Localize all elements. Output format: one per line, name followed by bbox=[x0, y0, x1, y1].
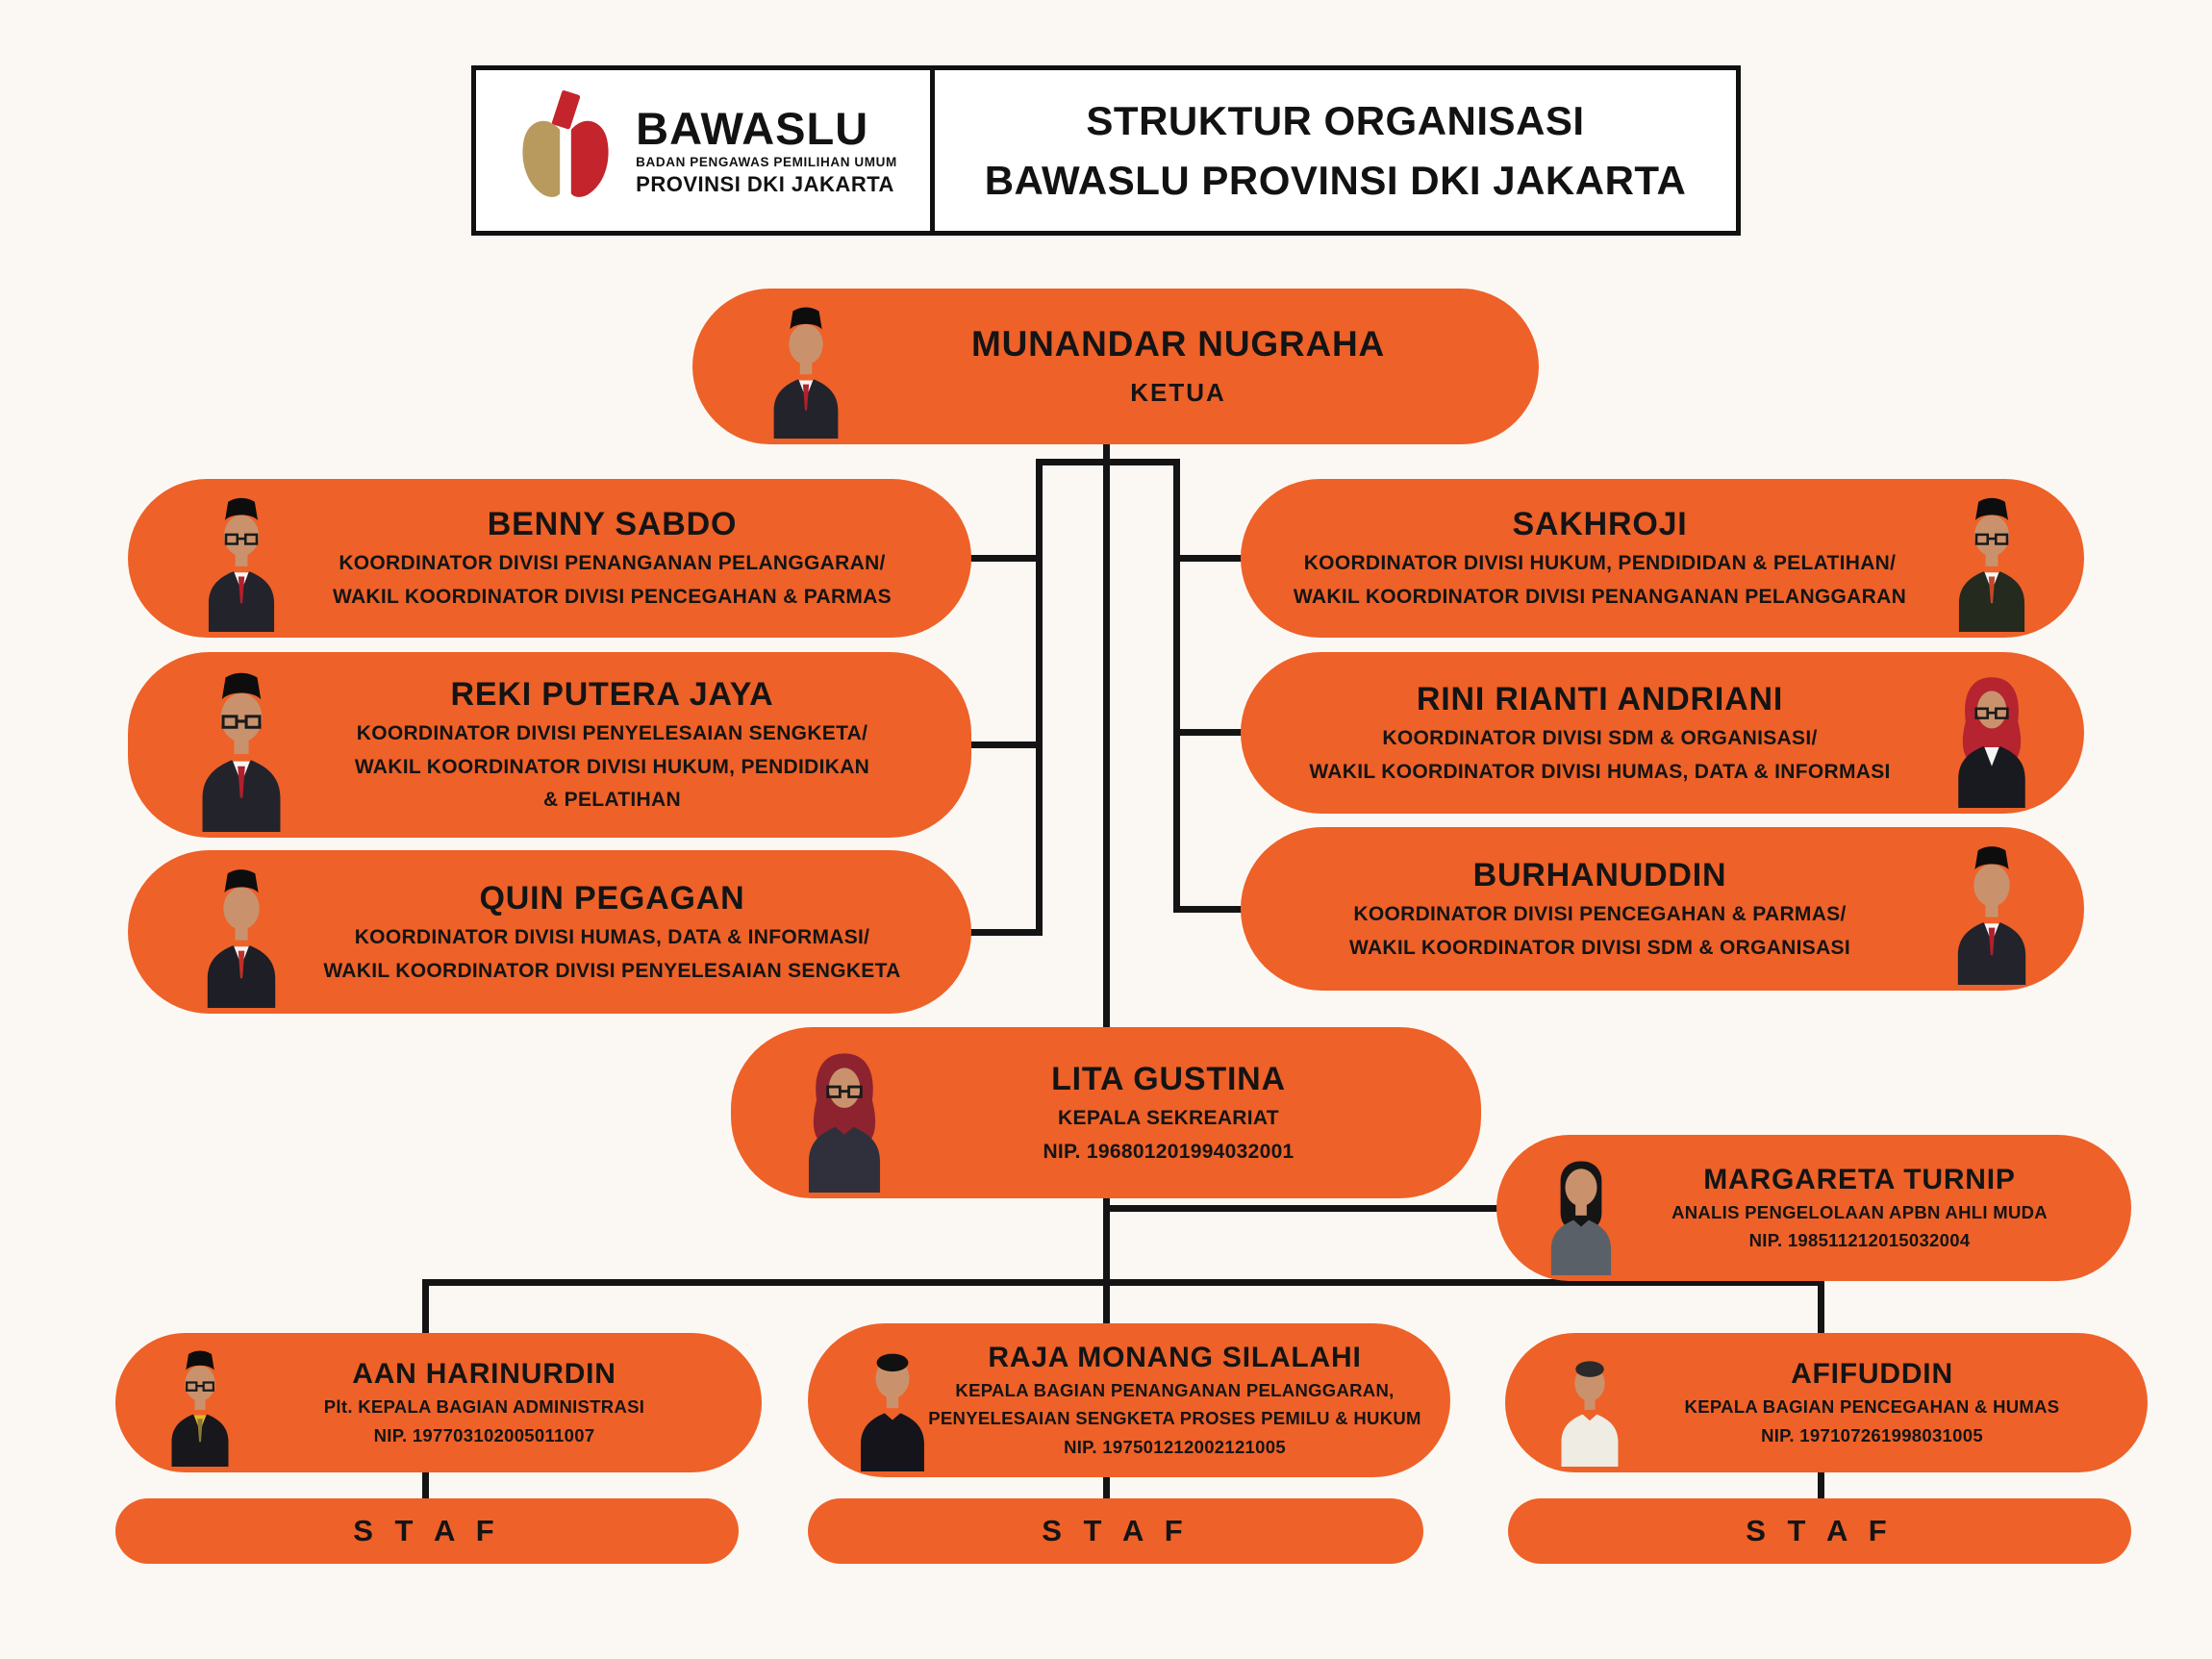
person-role-line: WAKIL KOORDINATOR DIVISI PENYELESAIAN SE… bbox=[323, 959, 901, 982]
node-afifuddin: AFIFUDDIN KEPALA BAGIAN PENCEGAHAN & HUM… bbox=[1505, 1333, 2148, 1472]
logo-subtitle: BADAN PENGAWAS PEMILIHAN UMUM bbox=[636, 155, 897, 170]
logo-region: PROVINSI DKI JAKARTA bbox=[636, 171, 894, 196]
person-role-line: KOORDINATOR DIVISI HUMAS, DATA & INFORMA… bbox=[354, 925, 870, 948]
node-munandar-nugraha: MUNANDAR NUGRAHA KETUA bbox=[692, 289, 1539, 444]
person-name: SAKHROJI bbox=[1512, 506, 1688, 543]
connector-drop-afifuddin bbox=[1818, 1279, 1824, 1337]
connector-raja-staf bbox=[1103, 1474, 1110, 1502]
person-name: MUNANDAR NUGRAHA bbox=[970, 323, 1386, 364]
person-nip: NIP. 197703102005011007 bbox=[373, 1424, 595, 1445]
connector-stub-rini bbox=[1173, 729, 1247, 736]
person-name: QUIN PEGAGAN bbox=[479, 879, 745, 917]
connector-top-cross bbox=[1036, 459, 1180, 465]
person-role-line: KEPALA BAGIAN PENCEGAHAN & HUMAS bbox=[1684, 1396, 2060, 1418]
person-role-line: KOORDINATOR DIVISI PENCEGAHAN & PARMAS/ bbox=[1353, 902, 1847, 925]
photo-munandar-nugraha bbox=[742, 298, 869, 439]
person-role-line: WAKIL KOORDINATOR DIVISI PENCEGAHAN & PA… bbox=[332, 586, 892, 608]
person-role-line: KOORDINATOR DIVISI PENYELESAIAN SENGKETA… bbox=[356, 721, 868, 744]
photo-burhanuddin bbox=[1928, 837, 2055, 985]
person-name: AAN HARINURDIN bbox=[352, 1358, 616, 1391]
person-name: AFIFUDDIN bbox=[1791, 1358, 1953, 1391]
person-name: BURHANUDDIN bbox=[1472, 856, 1727, 893]
photo-sakhroji bbox=[1928, 489, 2055, 632]
person-role-line: KEPALA BAGIAN PENANGANAN PELANGGARAN, bbox=[955, 1379, 1395, 1400]
staf-box-middle: S T A F bbox=[808, 1498, 1423, 1564]
person-nip: NIP. 198511212015032004 bbox=[1748, 1230, 1971, 1250]
person-name: RAJA MONANG SILALAHI bbox=[988, 1341, 1362, 1373]
person-name: BENNY SABDO bbox=[487, 506, 738, 543]
connector-stub-benny bbox=[967, 555, 1039, 562]
person-role-line: ANALIS PENGELOLAAN APBN AHLI MUDA bbox=[1672, 1201, 2048, 1222]
node-lita-gustina: LITA GUSTINA KEPALA SEKREARIAT NIP. 1968… bbox=[731, 1027, 1481, 1198]
person-name: MARGARETA TURNIP bbox=[1703, 1163, 2016, 1195]
node-quin-pegagan: QUIN PEGAGAN KOORDINATOR DIVISI HUMAS, D… bbox=[128, 850, 971, 1014]
person-role-line: KOORDINATOR DIVISI PENANGANAN PELANGGARA… bbox=[339, 552, 886, 575]
person-role-line: KEPALA SEKREARIAT bbox=[1058, 1106, 1279, 1129]
person-nip: NIP. 197501212002121005 bbox=[1064, 1436, 1286, 1457]
node-burhanuddin: BURHANUDDIN KOORDINATOR DIVISI PENCEGAHA… bbox=[1241, 827, 2084, 991]
person-role-line: & PELATIHAN bbox=[543, 789, 681, 812]
logo-brand: BAWASLU bbox=[636, 103, 869, 155]
connector-afifuddin-staf bbox=[1818, 1470, 1824, 1502]
node-benny-sabdo: BENNY SABDO KOORDINATOR DIVISI PENANGANA… bbox=[128, 479, 971, 638]
photo-margareta-turnip bbox=[1527, 1144, 1635, 1275]
connector-bottom-bus bbox=[422, 1279, 1824, 1286]
node-aan-harinurdin: AAN HARINURDIN Plt. KEPALA BAGIAN ADMINI… bbox=[115, 1333, 762, 1472]
photo-afifuddin bbox=[1536, 1343, 1644, 1467]
person-role-line: WAKIL KOORDINATOR DIVISI PENANGANAN PELA… bbox=[1293, 586, 1907, 608]
node-rini-rianti-andriani: RINI RIANTI ANDRIANI KOORDINATOR DIVISI … bbox=[1241, 652, 2084, 814]
person-nip: NIP. 197107261998031005 bbox=[1761, 1424, 1983, 1445]
person-nip: NIP. 196801201994032001 bbox=[1043, 1140, 1295, 1163]
connector-stub-reki bbox=[967, 742, 1039, 748]
staf-box-left: S T A F bbox=[115, 1498, 739, 1564]
connector-stub-sakhroji bbox=[1173, 555, 1247, 562]
page-title: STRUKTUR ORGANISASI BAWASLU PROVINSI DKI… bbox=[930, 70, 1736, 231]
photo-quin-pegagan bbox=[178, 860, 305, 1008]
person-role-line: WAKIL KOORDINATOR DIVISI HUKUM, PENDIDIK… bbox=[354, 755, 870, 778]
person-role-line: KETUA bbox=[1130, 377, 1226, 407]
photo-rini-rianti-andriani bbox=[1928, 662, 2055, 808]
node-raja-monang-silalahi: RAJA MONANG SILALAHI KEPALA BAGIAN PENAN… bbox=[808, 1323, 1450, 1477]
photo-benny-sabdo bbox=[178, 489, 305, 632]
header-box: BAWASLU BADAN PENGAWAS PEMILIHAN UMUM PR… bbox=[471, 65, 1741, 236]
person-role-line: KOORDINATOR DIVISI SDM & ORGANISASI/ bbox=[1382, 726, 1818, 749]
node-sakhroji: SAKHROJI KOORDINATOR DIVISI HUKUM, PENDI… bbox=[1241, 479, 2084, 638]
connector-stub-quin bbox=[967, 929, 1039, 936]
person-name: LITA GUSTINA bbox=[1051, 1060, 1286, 1097]
connector-drop-raja bbox=[1103, 1279, 1110, 1327]
staf-label: S T A F bbox=[1746, 1514, 1894, 1547]
connector-aan-staf bbox=[422, 1470, 429, 1502]
connector-drop-aan bbox=[422, 1279, 429, 1337]
staf-label: S T A F bbox=[1042, 1514, 1190, 1547]
staf-label: S T A F bbox=[353, 1514, 501, 1547]
person-name: RINI RIANTI ANDRIANI bbox=[1416, 680, 1784, 717]
photo-reki-putera-jaya bbox=[178, 662, 305, 832]
photo-aan-harinurdin bbox=[146, 1343, 254, 1467]
node-margareta-turnip: MARGARETA TURNIP ANALIS PENGELOLAAN APBN… bbox=[1496, 1135, 2131, 1281]
person-role-line: Plt. KEPALA BAGIAN ADMINISTRASI bbox=[323, 1396, 645, 1418]
title-line-2: BAWASLU PROVINSI DKI JAKARTA bbox=[984, 157, 1687, 203]
person-role-line: PENYELESAIAN SENGKETA PROSES PEMILU & HU… bbox=[928, 1408, 1421, 1429]
staf-box-right: S T A F bbox=[1508, 1498, 2131, 1564]
photo-lita-gustina bbox=[781, 1037, 908, 1193]
person-name: REKI PUTERA JAYA bbox=[450, 675, 774, 713]
connector-margareta bbox=[1106, 1205, 1500, 1212]
connector-center-mid bbox=[1103, 1193, 1110, 1286]
bawaslu-logo-text: BAWASLU BADAN PENGAWAS PEMILIHAN UMUM PR… bbox=[636, 106, 897, 195]
connector-left-bus bbox=[1036, 459, 1043, 936]
title-line-1: STRUKTUR ORGANISASI bbox=[1086, 97, 1585, 143]
bawaslu-logo: BAWASLU BADAN PENGAWAS PEMILIHAN UMUM PR… bbox=[476, 70, 930, 231]
bawaslu-ballot-box-icon bbox=[522, 89, 609, 197]
person-role-line: WAKIL KOORDINATOR DIVISI SDM & ORGANISAS… bbox=[1349, 936, 1850, 959]
node-reki-putera-jaya: REKI PUTERA JAYA KOORDINATOR DIVISI PENY… bbox=[128, 652, 971, 838]
connector-right-bus bbox=[1173, 459, 1180, 913]
connector-stub-burhanuddin bbox=[1173, 906, 1247, 913]
person-role-line: KOORDINATOR DIVISI HUKUM, PENDIDIDAN & P… bbox=[1303, 552, 1897, 575]
photo-raja-monang-silalahi bbox=[839, 1333, 946, 1471]
connector-center-top bbox=[1103, 438, 1110, 1034]
person-role-line: WAKIL KOORDINATOR DIVISI HUMAS, DATA & I… bbox=[1309, 760, 1891, 783]
